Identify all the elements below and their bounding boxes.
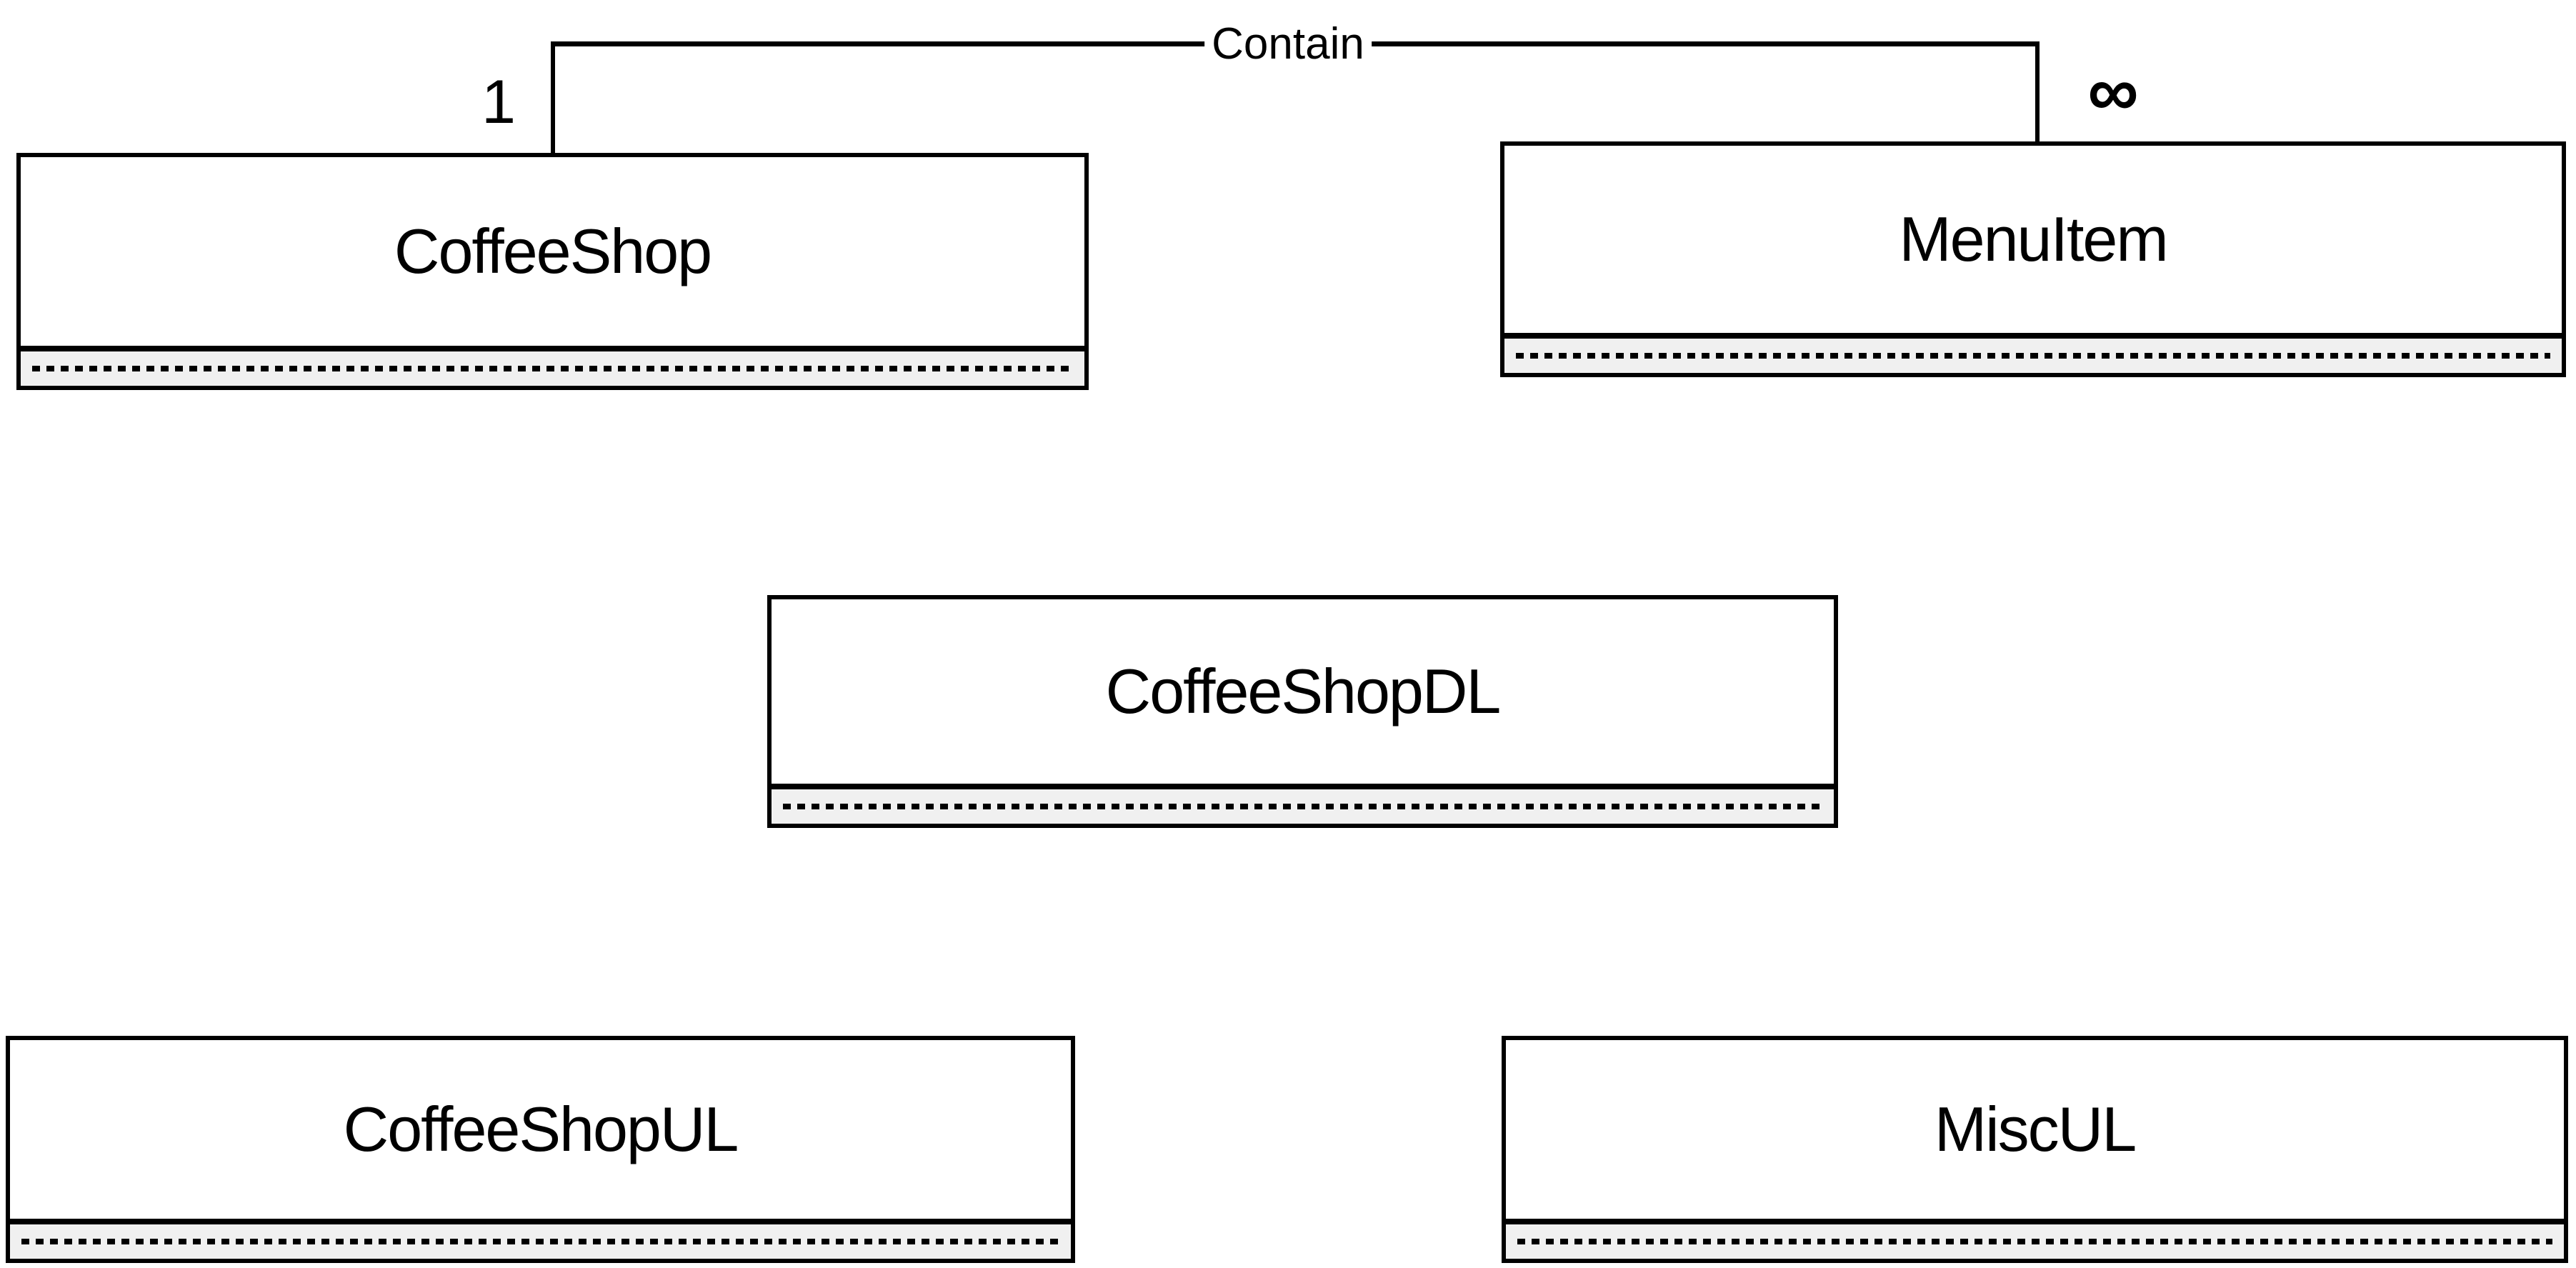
entity-coffeeshopdl[interactable]: CoffeeShopDL xyxy=(767,595,1838,828)
dashed-separator xyxy=(21,1239,1059,1244)
entity-miscul-title: MiscUL xyxy=(1934,1094,2137,1164)
entity-miscul[interactable]: MiscUL xyxy=(1502,1036,2568,1263)
relationship-label[interactable]: Contain xyxy=(1204,19,1372,69)
dashed-separator xyxy=(1516,353,2550,359)
cardinality-one-label: 1 xyxy=(481,68,516,136)
entity-coffeeshop-title: CoffeeShop xyxy=(394,216,712,286)
relationship-line-right-vertical[interactable] xyxy=(2035,41,2040,142)
dashed-separator xyxy=(783,804,1822,809)
cardinality-infinity-label: ∞ xyxy=(2087,51,2139,131)
entity-coffeeshop-members-compartment xyxy=(21,346,1084,386)
entity-miscul-members-compartment xyxy=(1506,1219,2564,1259)
relationship-line-left-vertical[interactable] xyxy=(551,41,555,154)
entity-menuitem-members-compartment xyxy=(1504,333,2562,373)
entity-coffeeshopul-title: CoffeeShopUL xyxy=(343,1094,739,1164)
entity-menuitem-title: MenuItem xyxy=(1899,204,2168,274)
entity-coffeeshopdl-title: CoffeeShopDL xyxy=(1105,656,1502,727)
dashed-separator xyxy=(32,366,1073,371)
entity-coffeeshopul[interactable]: CoffeeShopUL xyxy=(6,1036,1075,1263)
dashed-separator xyxy=(1517,1239,2552,1244)
entity-coffeeshop[interactable]: CoffeeShop xyxy=(16,153,1089,390)
entity-menuitem[interactable]: MenuItem xyxy=(1500,141,2566,377)
entity-coffeeshopul-members-compartment xyxy=(10,1219,1071,1259)
entity-coffeeshopdl-members-compartment xyxy=(772,784,1834,824)
